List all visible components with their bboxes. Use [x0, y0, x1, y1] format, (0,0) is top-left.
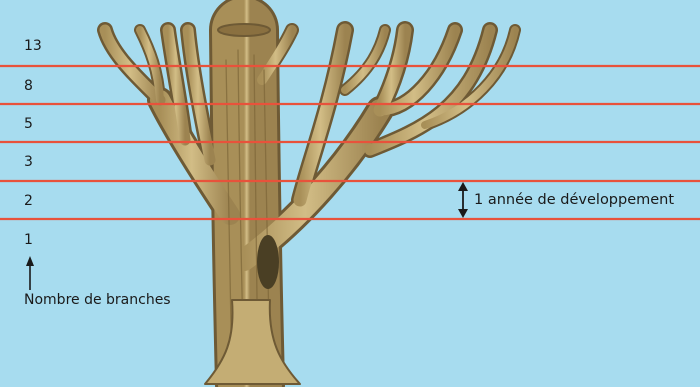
branch-count-label: 5 [24, 117, 33, 131]
double-arrow-icon [458, 182, 468, 218]
branch-count-label: 1 [24, 233, 33, 247]
tree [105, 24, 515, 384]
axis-caption: Nombre de branches [24, 293, 171, 307]
branch-count-label: 2 [24, 194, 33, 208]
knot-hole [257, 235, 279, 289]
branch-count-label: 3 [24, 155, 33, 169]
year-annotation: 1 année de développement [474, 193, 674, 208]
up-arrow-icon [26, 256, 34, 290]
branch-count-label: 8 [24, 79, 33, 93]
branch-count-label: 13 [24, 39, 42, 53]
